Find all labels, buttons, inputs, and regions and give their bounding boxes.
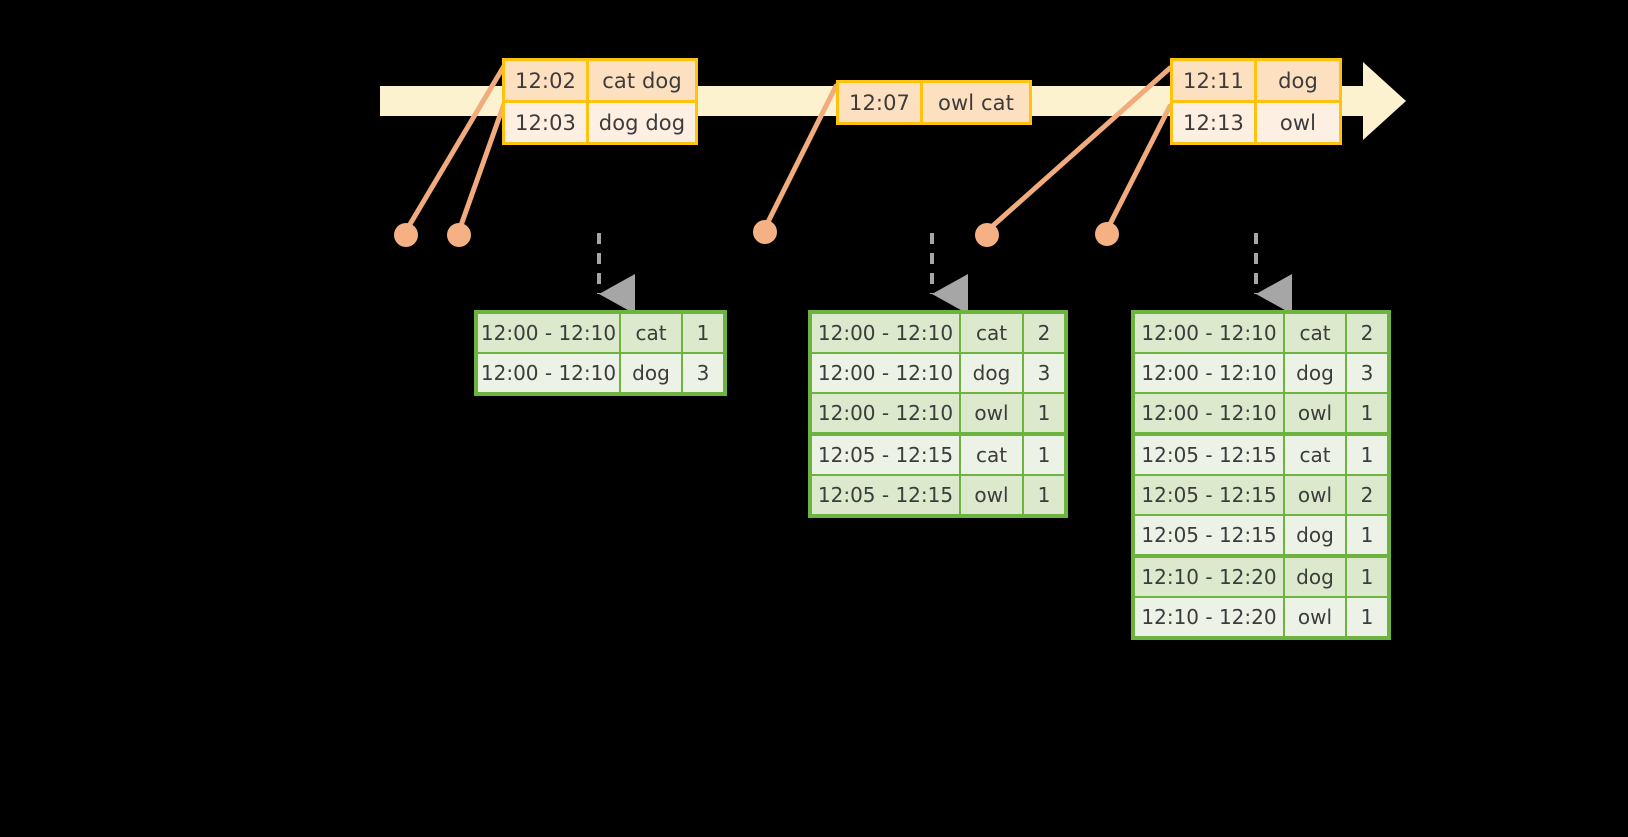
count-cell: 1 xyxy=(683,314,723,352)
table-row[interactable]: 12:05 - 12:15 cat 1 xyxy=(1135,436,1387,474)
table-row[interactable]: 12:10 - 12:20 dog 1 xyxy=(1135,558,1387,596)
event-time: 12:11 xyxy=(1173,61,1257,100)
count-cell: 2 xyxy=(1347,314,1387,352)
table-row[interactable]: 12:00 - 12:10 dog 3 xyxy=(1135,354,1387,392)
window-cell: 12:00 - 12:10 xyxy=(812,394,959,432)
trigger-dot-3 xyxy=(753,220,777,244)
result-table-1[interactable]: 12:00 - 12:10 cat 1 12:00 - 12:10 dog 3 xyxy=(474,310,727,396)
window-cell: 12:05 - 12:15 xyxy=(1135,516,1283,554)
event-payload: cat dog xyxy=(589,61,695,100)
key-cell: cat xyxy=(621,314,681,352)
event-row[interactable]: 12:02 cat dog xyxy=(505,61,695,100)
trigger-dot-4 xyxy=(975,223,999,247)
event-payload: owl xyxy=(1257,103,1339,142)
trigger-dot-1 xyxy=(394,223,418,247)
table-row[interactable]: 12:00 - 12:10 cat 1 xyxy=(478,314,723,352)
window-cell: 12:05 - 12:15 xyxy=(1135,476,1283,514)
count-cell: 2 xyxy=(1024,314,1064,352)
result-table-3[interactable]: 12:00 - 12:10 cat 2 12:00 - 12:10 dog 3 … xyxy=(1131,310,1391,640)
event-time: 12:02 xyxy=(505,61,589,100)
count-cell: 1 xyxy=(1347,436,1387,474)
trigger-dots xyxy=(394,220,1119,247)
key-cell: owl xyxy=(961,476,1022,514)
window-cell: 12:10 - 12:20 xyxy=(1135,598,1283,636)
event-time: 12:13 xyxy=(1173,103,1257,142)
table-row[interactable]: 12:05 - 12:15 cat 1 xyxy=(812,436,1064,474)
count-cell: 1 xyxy=(1347,394,1387,432)
key-cell: dog xyxy=(1285,516,1345,554)
table-row[interactable]: 12:05 - 12:15 owl 2 xyxy=(1135,476,1387,514)
event-row[interactable]: 12:03 dog dog xyxy=(505,100,695,142)
key-cell: dog xyxy=(621,354,681,392)
event-payload: dog xyxy=(1257,61,1339,100)
table-row[interactable]: 12:00 - 12:10 owl 1 xyxy=(1135,394,1387,432)
connector-line-2 xyxy=(456,101,507,234)
dashed-result-arrows xyxy=(597,233,1292,314)
window-cell: 12:05 - 12:15 xyxy=(812,436,959,474)
key-cell: owl xyxy=(1285,394,1345,432)
window-cell: 12:10 - 12:20 xyxy=(1135,558,1283,596)
window-cell: 12:00 - 12:10 xyxy=(1135,354,1283,392)
key-cell: dog xyxy=(1285,558,1345,596)
connector-line-3 xyxy=(762,83,839,231)
window-cell: 12:00 - 12:10 xyxy=(1135,314,1283,352)
count-cell: 1 xyxy=(1024,394,1064,432)
key-cell: dog xyxy=(1285,354,1345,392)
trigger-dot-2 xyxy=(447,223,471,247)
window-cell: 12:05 - 12:15 xyxy=(812,476,959,514)
event-time: 12:07 xyxy=(839,83,923,122)
count-cell: 3 xyxy=(683,354,723,392)
event-row[interactable]: 12:13 owl xyxy=(1173,100,1339,142)
table-row[interactable]: 12:05 - 12:15 owl 1 xyxy=(812,476,1064,514)
key-cell: cat xyxy=(1285,436,1345,474)
event-row[interactable]: 12:07 owl cat xyxy=(839,83,1029,122)
event-row[interactable]: 12:11 dog xyxy=(1173,61,1339,100)
event-box-group-3[interactable]: 12:11 dog 12:13 owl xyxy=(1170,58,1342,145)
count-cell: 1 xyxy=(1024,436,1064,474)
table-row[interactable]: 12:00 - 12:10 cat 2 xyxy=(1135,314,1387,352)
table-row[interactable]: 12:00 - 12:10 dog 3 xyxy=(478,354,723,392)
window-cell: 12:05 - 12:15 xyxy=(1135,436,1283,474)
count-cell: 1 xyxy=(1347,598,1387,636)
window-cell: 12:00 - 12:10 xyxy=(478,354,619,392)
key-cell: cat xyxy=(961,436,1022,474)
window-cell: 12:00 - 12:10 xyxy=(812,354,959,392)
key-cell: dog xyxy=(961,354,1022,392)
trigger-dot-5 xyxy=(1095,222,1119,246)
table-row[interactable]: 12:00 - 12:10 cat 2 xyxy=(812,314,1064,352)
event-box-group-1[interactable]: 12:02 cat dog 12:03 dog dog xyxy=(502,58,698,145)
table-row[interactable]: 12:10 - 12:20 owl 1 xyxy=(1135,598,1387,636)
count-cell: 2 xyxy=(1347,476,1387,514)
key-cell: owl xyxy=(1285,476,1345,514)
key-cell: cat xyxy=(961,314,1022,352)
result-table-2[interactable]: 12:00 - 12:10 cat 2 12:00 - 12:10 dog 3 … xyxy=(808,310,1068,518)
event-payload: dog dog xyxy=(589,103,695,142)
count-cell: 1 xyxy=(1024,476,1064,514)
key-cell: cat xyxy=(1285,314,1345,352)
table-row[interactable]: 12:05 - 12:15 dog 1 xyxy=(1135,516,1387,554)
event-time: 12:03 xyxy=(505,103,589,142)
connector-line-5 xyxy=(1104,103,1173,233)
event-box-group-2[interactable]: 12:07 owl cat xyxy=(836,80,1032,125)
count-cell: 3 xyxy=(1347,354,1387,392)
table-row[interactable]: 12:00 - 12:10 dog 3 xyxy=(812,354,1064,392)
window-cell: 12:00 - 12:10 xyxy=(812,314,959,352)
key-cell: owl xyxy=(961,394,1022,432)
count-cell: 1 xyxy=(1347,558,1387,596)
window-cell: 12:00 - 12:10 xyxy=(1135,394,1283,432)
event-payload: owl cat xyxy=(923,83,1029,122)
count-cell: 3 xyxy=(1024,354,1064,392)
table-row[interactable]: 12:00 - 12:10 owl 1 xyxy=(812,394,1064,432)
key-cell: owl xyxy=(1285,598,1345,636)
connector-line-1 xyxy=(403,63,507,234)
window-cell: 12:00 - 12:10 xyxy=(478,314,619,352)
count-cell: 1 xyxy=(1347,516,1387,554)
